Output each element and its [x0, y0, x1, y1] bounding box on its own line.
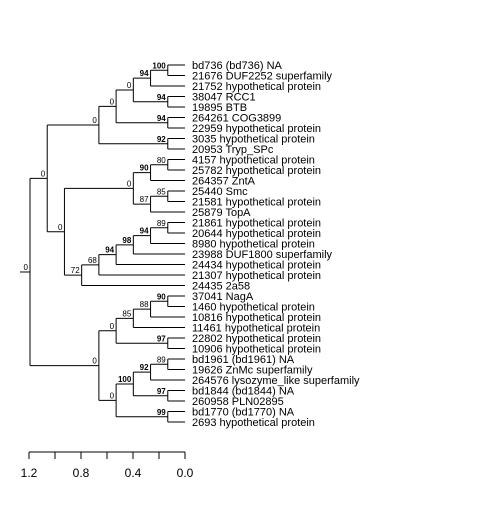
- support-value: 0: [41, 169, 46, 178]
- support-value: 90: [140, 164, 149, 173]
- leaf-label: 11461 hypothetical protein: [192, 323, 320, 335]
- leaf-label: bd1770 (bd1770) NA: [192, 407, 295, 419]
- axis-tick-label: 0.4: [125, 466, 142, 480]
- support-value: 85: [157, 187, 166, 196]
- support-value: 80: [157, 156, 166, 165]
- leaf-label: 37041 NagA: [192, 291, 254, 303]
- support-value: 0: [127, 179, 132, 188]
- support-value: 87: [140, 195, 149, 204]
- support-value: 100: [118, 375, 132, 384]
- support-value: 0: [24, 263, 29, 272]
- leaf-label: 10906 hypothetical protein: [192, 344, 321, 356]
- support-value: 94: [157, 114, 166, 123]
- leaf-label: 23988 DUF1800 superfamily: [192, 249, 333, 261]
- leaf-label: 22802 hypothetical protein: [192, 333, 321, 345]
- support-value: 0: [92, 357, 97, 366]
- support-value: 89: [157, 355, 166, 364]
- support-value: 94: [140, 227, 149, 236]
- support-value: 0: [110, 391, 115, 400]
- leaf-label: 21752 hypothetical protein: [192, 81, 321, 93]
- support-values: 1009494094092080908587089949894687200908…: [24, 61, 167, 417]
- support-value: 0: [58, 223, 63, 232]
- support-value: 88: [140, 300, 149, 309]
- leaf-label: 264357 ZntA: [192, 176, 256, 188]
- support-value: 0: [110, 322, 115, 331]
- leaf-label: 25440 Smc: [192, 186, 248, 198]
- leaf-label: 1460 hypothetical protein: [192, 302, 315, 314]
- leaf-label: bd1961 (bd1961) NA: [192, 354, 295, 366]
- support-value: 97: [157, 387, 166, 396]
- leaf-label: 25782 hypothetical protein: [192, 165, 321, 177]
- leaf-label: 25879 TopA: [192, 207, 251, 219]
- support-value: 94: [140, 69, 149, 78]
- support-value: 100: [152, 61, 166, 70]
- support-value: 72: [71, 266, 80, 275]
- leaf-label: 24434 hypothetical protein: [192, 260, 321, 272]
- support-value: 94: [105, 246, 114, 255]
- leaf-label: 3035 hypothetical protein: [192, 134, 315, 146]
- support-value: 0: [92, 116, 97, 125]
- support-value: 90: [157, 292, 166, 301]
- leaf-label: 20644 hypothetical protein: [192, 228, 321, 240]
- leaf-label: 24435 2a58: [192, 281, 250, 293]
- support-value: 92: [157, 135, 166, 144]
- support-value: 0: [127, 81, 132, 90]
- leaf-label: 260958 PLN02895: [192, 396, 284, 408]
- axis-tick-label: 0.0: [177, 466, 194, 480]
- support-value: 98: [122, 236, 131, 245]
- leaf-label: 22959 hypothetical protein: [192, 123, 321, 135]
- leaf-label: 19626 ZnMc superfamily: [192, 365, 313, 377]
- axis-tick-label: 0.8: [73, 466, 90, 480]
- leaf-label: 19895 BTB: [192, 102, 247, 114]
- scale-axis: 1.2 0.8 0.4 0.0: [21, 451, 194, 480]
- leaf-label: 38047 RCC1: [192, 92, 256, 104]
- support-value: 99: [157, 408, 166, 417]
- support-value: 94: [157, 93, 166, 102]
- support-value: 89: [157, 219, 166, 228]
- leaf-label: 20953 Tryp_SPc: [192, 144, 274, 156]
- leaf-label: 21581 hypothetical protein: [192, 197, 321, 209]
- leaf-label: 21307 hypothetical protein: [192, 270, 321, 282]
- support-value: 85: [122, 309, 131, 318]
- leaf-label: 2693 hypothetical protein: [192, 417, 315, 429]
- leaf-label: 264576 lysozyme_like superfamily: [192, 375, 360, 387]
- leaf-label: 21676 DUF2252 superfamily: [192, 71, 333, 83]
- leaf-label: bd736 (bd736) NA: [192, 60, 283, 72]
- support-value: 0: [110, 97, 115, 106]
- tree-branches: [20, 64, 185, 423]
- leaf-label: 10816 hypothetical protein: [192, 312, 321, 324]
- leaf-label: 21861 hypothetical protein: [192, 218, 321, 230]
- support-value: 97: [157, 334, 166, 343]
- leaf-label: 8980 hypothetical protein: [192, 239, 315, 251]
- axis-tick-label: 1.2: [21, 466, 38, 480]
- leaf-label: bd1844 (bd1844) NA: [192, 386, 295, 398]
- leaf-label: 4157 hypothetical protein: [192, 155, 315, 167]
- support-value: 68: [88, 256, 97, 265]
- support-value: 92: [140, 363, 149, 372]
- leaf-label: 264261 COG3899: [192, 113, 281, 125]
